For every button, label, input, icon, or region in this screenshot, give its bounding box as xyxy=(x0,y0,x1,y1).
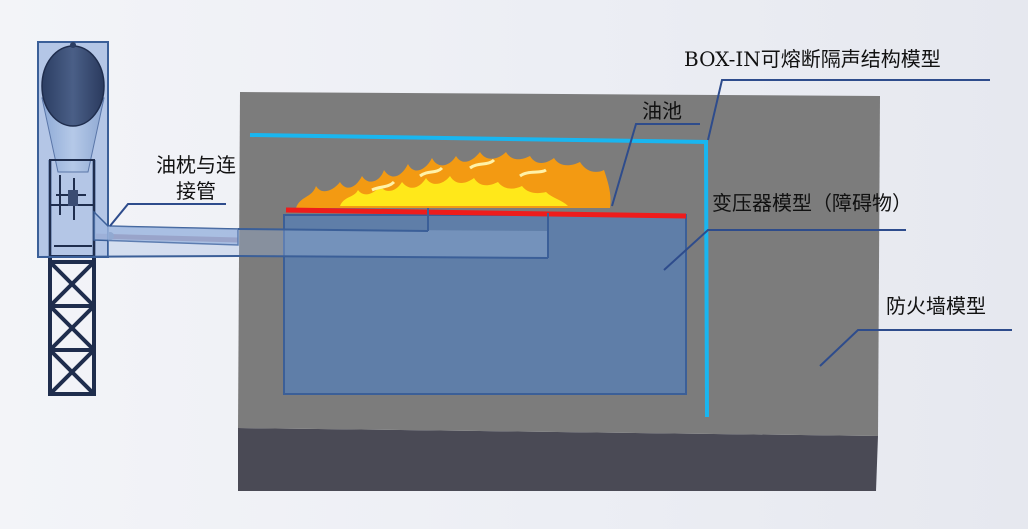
label-firewall: 防火墙模型 xyxy=(886,294,986,318)
label-oil-pit: 油池 xyxy=(642,99,682,123)
label-transformer: 变压器模型（障碍物） xyxy=(712,191,912,215)
leader-firewall xyxy=(819,329,1012,367)
pipe-connection-band xyxy=(37,208,549,259)
pipe-housing xyxy=(93,210,239,246)
leader-oilpit xyxy=(611,123,700,207)
label-boxin-prefix: BOX-IN xyxy=(684,47,761,71)
leader-transformer xyxy=(663,229,906,271)
leader-conservator xyxy=(109,203,226,227)
oil-pit xyxy=(285,207,687,219)
leader-boxin xyxy=(707,79,990,141)
label-boxin-suffix: 可熔断隔声结构模型 xyxy=(760,47,941,71)
oil-pool-fire xyxy=(296,152,611,208)
firewall-base xyxy=(238,428,878,491)
label-boxin-structure: BOX-IN可熔断隔声结构模型 xyxy=(684,46,941,72)
conservator-assembly xyxy=(37,41,239,396)
leader-lines xyxy=(109,79,1012,367)
label-conservator-line1: 油枕与连 xyxy=(156,153,236,177)
label-conservator-line2: 接管 xyxy=(176,179,216,203)
conservator-tank xyxy=(41,45,105,127)
transformer-model xyxy=(283,214,687,395)
label-conservator: 油枕与连 接管 xyxy=(136,152,256,204)
